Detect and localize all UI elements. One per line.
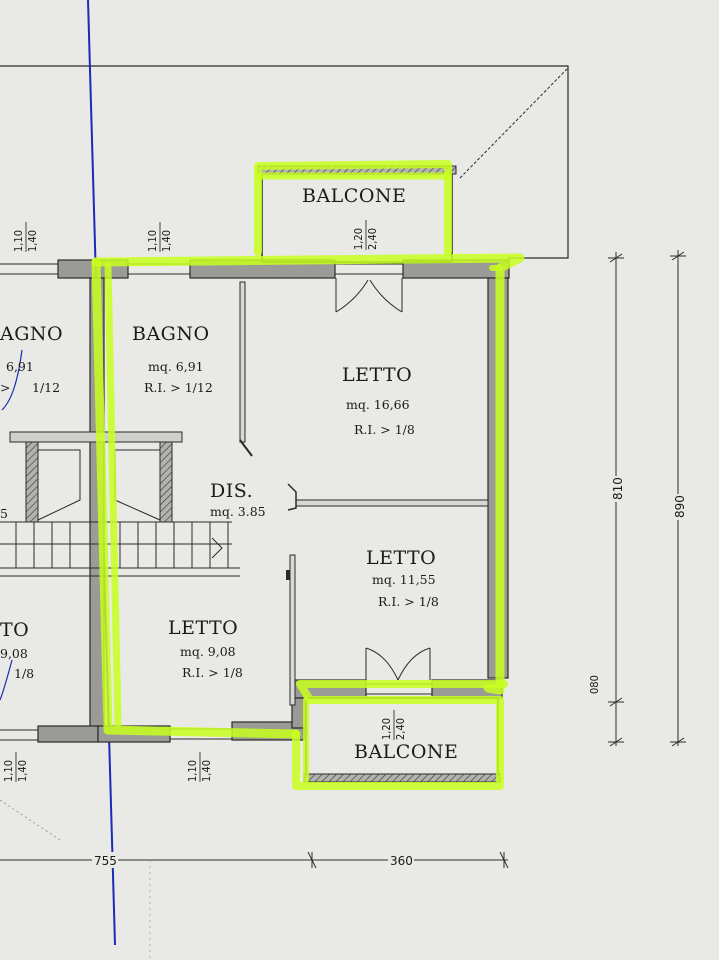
room-bagno-left-ratio: 1/12: [32, 380, 60, 395]
room-bagno: BAGNO mq. 6,91 R.I. > 1/12: [132, 323, 213, 395]
window-dim-top-balcone-top: 1,20: [352, 228, 365, 250]
dim-bottom-left-text: 755: [94, 854, 117, 868]
room-letto-mid: LETTO mq. 11,55 R.I. > 1/8: [366, 547, 439, 609]
room-letto-left: TO 9,08 1/8: [0, 619, 34, 681]
window-dim-bottom-balcone-bottom: 2,40: [394, 718, 407, 740]
room-letto-big-area: mq. 16,66: [346, 397, 410, 412]
room-letto-small-area: mq. 9,08: [180, 644, 236, 659]
room-bagno-left: AGNO 6,91 > 1/12: [0, 323, 63, 395]
room-bagno-left-ratio-prefix: >: [0, 380, 10, 395]
door-letto-bottom: [365, 647, 431, 681]
faint-guides: [0, 799, 151, 960]
dim-vertical-inner: 810: [611, 476, 626, 502]
window-dim-bottom-left-bottom: 1,40: [200, 760, 213, 782]
room-balcone-top-label: BALCONE: [302, 185, 406, 207]
stray-left-text: 5: [0, 506, 8, 521]
room-bagno-area: mq. 6,91: [148, 359, 204, 374]
room-letto-big: LETTO mq. 16,66 R.I. > 1/8: [342, 364, 415, 437]
room-dis-label: DIS.: [210, 480, 253, 502]
window-dim-bottom-left: 1,10 1,40: [186, 752, 213, 782]
dimension-line-bottom: [0, 851, 509, 869]
roof-outline: [0, 65, 569, 259]
room-letto-small-ratio: R.I. > 1/8: [182, 665, 243, 680]
dim-vertical-small-text: 080: [588, 675, 601, 694]
window-dim-top-balcone-bottom: 2,40: [366, 228, 379, 250]
room-balcone-top: BALCONE: [302, 185, 406, 207]
dim-vertical-inner-text: 810: [611, 477, 625, 500]
window-dim-top-left: 1,10 1,40: [146, 222, 173, 252]
window-dim-top-far-left-bottom: 1,40: [26, 230, 39, 252]
dim-vertical-outer-text: 890: [673, 495, 687, 518]
room-letto-small: LETTO mq. 9,08 R.I. > 1/8: [168, 617, 243, 680]
window-dim-top-left-bottom: 1,40: [160, 230, 173, 252]
window-dim-top-far-left: 1,10 1,40: [12, 222, 39, 252]
dim-vertical-small: 080: [588, 675, 601, 694]
room-letto-mid-ratio: R.I. > 1/8: [378, 594, 439, 609]
room-letto-small-label: LETTO: [168, 617, 238, 639]
room-dis-area: mq. 3.85: [210, 504, 266, 519]
room-balcone-bottom: BALCONE: [354, 741, 458, 763]
room-letto-left-area: 9,08: [0, 646, 28, 661]
dim-vertical-outer: 890: [673, 494, 688, 520]
room-letto-mid-area: mq. 11,55: [372, 572, 436, 587]
window-dim-bottom-balcone-top: 1,20: [380, 718, 393, 740]
room-bagno-left-label: AGNO: [0, 323, 63, 345]
room-letto-left-label: TO: [0, 619, 29, 641]
dim-bottom-right-text: 360: [390, 854, 413, 868]
window-dim-top-balcone: 1,20 2,40: [352, 220, 379, 250]
room-bagno-label: BAGNO: [132, 323, 210, 345]
pen-scribble: [1, 349, 23, 411]
pen-scribble-2: [0, 659, 13, 701]
room-dis: DIS. mq. 3.85: [210, 480, 266, 519]
room-letto-mid-label: LETTO: [366, 547, 436, 569]
room-bagno-ratio: R.I. > 1/12: [144, 380, 213, 395]
door-letto-top: [335, 278, 403, 313]
room-letto-big-ratio: R.I. > 1/8: [354, 422, 415, 437]
highlighter-outline: [91, 160, 525, 790]
window-dim-bottom-far-left-top: 1,10: [2, 760, 15, 782]
internal-walls: [239, 281, 489, 706]
room-letto-big-label: LETTO: [342, 364, 412, 386]
window-dim-bottom-far-left: 1,10 1,40: [2, 752, 29, 782]
room-bagno-left-area: 6,91: [6, 359, 34, 374]
window-dim-bottom-balcone: 1,20 2,40: [380, 710, 407, 740]
window-dim-bottom-far-left-bottom: 1,40: [16, 760, 29, 782]
room-balcone-bottom-label: BALCONE: [354, 741, 458, 763]
room-letto-left-ratio: 1/8: [14, 666, 34, 681]
window-dim-bottom-left-top: 1,10: [186, 760, 199, 782]
window-dim-top-far-left-top: 1,10: [12, 230, 25, 252]
window-dim-top-left-top: 1,10: [146, 230, 159, 252]
